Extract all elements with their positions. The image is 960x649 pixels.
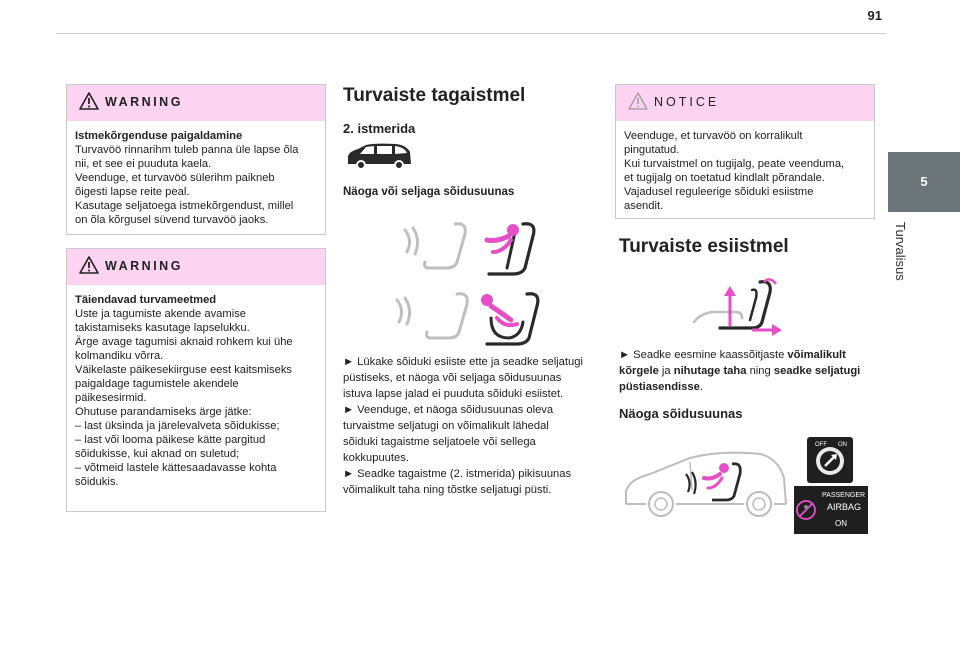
instruction-line: sõiduki tagaistme seljatoele või sellega bbox=[343, 436, 536, 448]
warning-line: – last üksinda ja järelevalveta sõidukis… bbox=[75, 420, 280, 432]
warning-title: WARNING bbox=[105, 95, 183, 109]
car-side-child-seat-illustration bbox=[625, 451, 787, 517]
notice-line: pingutatud. bbox=[624, 144, 680, 156]
section-title-rear-seats: Turvaiste tagaistmel bbox=[343, 85, 526, 106]
instruction-line: istuva lapse jalad ei puuduta sõiduki es… bbox=[343, 388, 564, 400]
instruction-line: turvaistme seljatugi on võimalikult lähe… bbox=[343, 420, 549, 432]
instruction-line: ► Lükake sõiduki esiiste ette ja seadke … bbox=[343, 356, 583, 368]
warning-line: päikesesirmid. bbox=[75, 392, 147, 404]
instruction-text: ning bbox=[746, 365, 774, 377]
warning-line: sõidukisse, kui aknad on suletud; bbox=[75, 448, 240, 460]
warning-header: WARNING bbox=[67, 249, 325, 285]
switch-on-label: ON bbox=[838, 442, 847, 448]
warning-line: – võtmeid lastele kättesaadavasse kohta bbox=[75, 462, 277, 474]
warning-line: paigaldage tagumistele akendele bbox=[75, 378, 239, 390]
warning-box-safety-measures: WARNING Täiendavad turvameetmed Uste ja … bbox=[66, 248, 326, 512]
section-title-front-seat: Turvaiste esiistmel bbox=[619, 236, 789, 257]
rear-seat-instructions: ► Lükake sõiduki esiiste ette ja seadke … bbox=[343, 354, 605, 498]
warning-line: Väikelaste päikesekiirguse eest kaitsmis… bbox=[75, 364, 293, 376]
notice-box: NOTICE Veenduge, et turvavöö on korralik… bbox=[615, 84, 875, 219]
warning-body: Istmekõrgenduse paigaldamine Turvavöö ri… bbox=[67, 121, 325, 235]
instruction-line: ► Seadke tagaistme (2. istmerida) pikisu… bbox=[343, 468, 572, 480]
front-seat-adjust-illustration bbox=[692, 278, 782, 336]
instruction-bold: kõrgele bbox=[619, 365, 659, 377]
front-seat-instruction: ► Seadke eesmine kaassõitjaste võimaliku… bbox=[619, 347, 881, 395]
warning-line: kolmandiku võrra. bbox=[75, 350, 164, 362]
warning-line: Kasutage seljatoega istmekõrgendust, mil… bbox=[75, 200, 294, 212]
notice-title: NOTICE bbox=[654, 95, 720, 109]
chapter-number: 5 bbox=[920, 174, 928, 189]
instruction-bold: nihutage taha bbox=[673, 365, 747, 377]
warning-line: on õla kõrgusel süvend turvavöö jaoks. bbox=[75, 214, 269, 226]
subtitle-forward-facing: Näoga sõidusuunas bbox=[619, 406, 743, 421]
warning-triangle-icon bbox=[79, 256, 99, 274]
notice-triangle-icon bbox=[628, 92, 648, 110]
airbag-label-line3: ON bbox=[835, 519, 847, 528]
notice-line: Kui turvaistmel on tugijalg, peate veend… bbox=[624, 158, 845, 170]
warning-line: Ohutuse parandamiseks ärge jätke: bbox=[75, 406, 252, 418]
airbag-label-line2: AIRBAG bbox=[827, 502, 861, 512]
warning-triangle-icon bbox=[79, 92, 99, 110]
instruction-text: ja bbox=[658, 365, 674, 377]
warning-line: nii, et see ei puuduta kaela. bbox=[75, 158, 212, 170]
airbag-label-line1: PASSENGER bbox=[822, 492, 865, 499]
subtitle-row-2: 2. istmerida bbox=[343, 121, 416, 136]
instruction-bold: püstiasendisse bbox=[619, 381, 700, 393]
airbag-switch-icon: OFF ON bbox=[807, 437, 853, 483]
instruction-line: kokkupuutes. bbox=[343, 452, 409, 464]
instruction-text: . bbox=[699, 381, 703, 393]
warning-title: WARNING bbox=[105, 259, 183, 273]
warning-line: Ärge avage tagumisi aknaid rohkem kui üh… bbox=[75, 336, 293, 348]
warning-heading: Istmekõrgenduse paigaldamine bbox=[75, 130, 243, 142]
warning-line: Turvavöö rinnarihm tuleb panna üle lapse… bbox=[75, 144, 299, 156]
passenger-airbag-indicator: PASSENGER AIRBAG ON bbox=[794, 486, 868, 534]
child-seat-rearward-illustration bbox=[395, 292, 540, 346]
instruction-line: võimalikult taha ning tõstke seljatugi p… bbox=[343, 484, 552, 496]
notice-line: asendit. bbox=[624, 200, 664, 212]
page-number: 91 bbox=[867, 8, 882, 23]
warning-box-seat-booster: WARNING Istmekõrgenduse paigaldamine Tur… bbox=[66, 84, 326, 235]
warning-line: Veenduge, et turvavöö sülerihm paikneb bbox=[75, 172, 275, 184]
switch-off-label: OFF bbox=[815, 442, 827, 448]
minivan-icon bbox=[348, 143, 411, 170]
notice-header: NOTICE bbox=[616, 85, 874, 121]
header-divider bbox=[56, 33, 886, 34]
subtitle-facing-direction: Näoga või seljaga sõidusuunas bbox=[343, 186, 515, 198]
notice-line: et tugijalg on toetatud kindlalt põranda… bbox=[624, 172, 825, 184]
instruction-line: püstiseks, et näoga või seljaga sõidusuu… bbox=[343, 372, 562, 384]
child-seat-forward-illustration bbox=[403, 222, 536, 276]
warning-line: Uste ja tagumiste akende avamise bbox=[75, 308, 247, 320]
warning-line: õigesti lapse reite peal. bbox=[75, 186, 190, 198]
instruction-bold: seadke seljatugi bbox=[773, 365, 861, 377]
notice-line: Vajadusel reguleerige sõiduki esiistme bbox=[624, 186, 814, 198]
warning-header: WARNING bbox=[67, 85, 325, 121]
instruction-prefix: ► Seadke eesmine kaassõitjaste bbox=[619, 349, 788, 361]
warning-heading: Täiendavad turvameetmed bbox=[75, 294, 217, 306]
warning-line: sõidukis. bbox=[75, 476, 119, 488]
instruction-line: ► Veenduge, et näoga sõidusuunas oleva bbox=[343, 404, 554, 416]
warning-body: Täiendavad turvameetmed Uste ja tagumist… bbox=[67, 285, 325, 497]
notice-body: Veenduge, et turvavöö on korralikult pin… bbox=[616, 121, 874, 221]
notice-line: Veenduge, et turvavöö on korralikult bbox=[624, 130, 803, 142]
warning-line: takistamiseks kasutage lapselukku. bbox=[75, 322, 250, 334]
instruction-bold: võimalikult bbox=[787, 349, 846, 361]
warning-line: – last või looma päikese kätte pargitud bbox=[75, 434, 266, 446]
chapter-tab[interactable] bbox=[888, 152, 960, 212]
chapter-label: Turvalisus bbox=[893, 222, 908, 281]
